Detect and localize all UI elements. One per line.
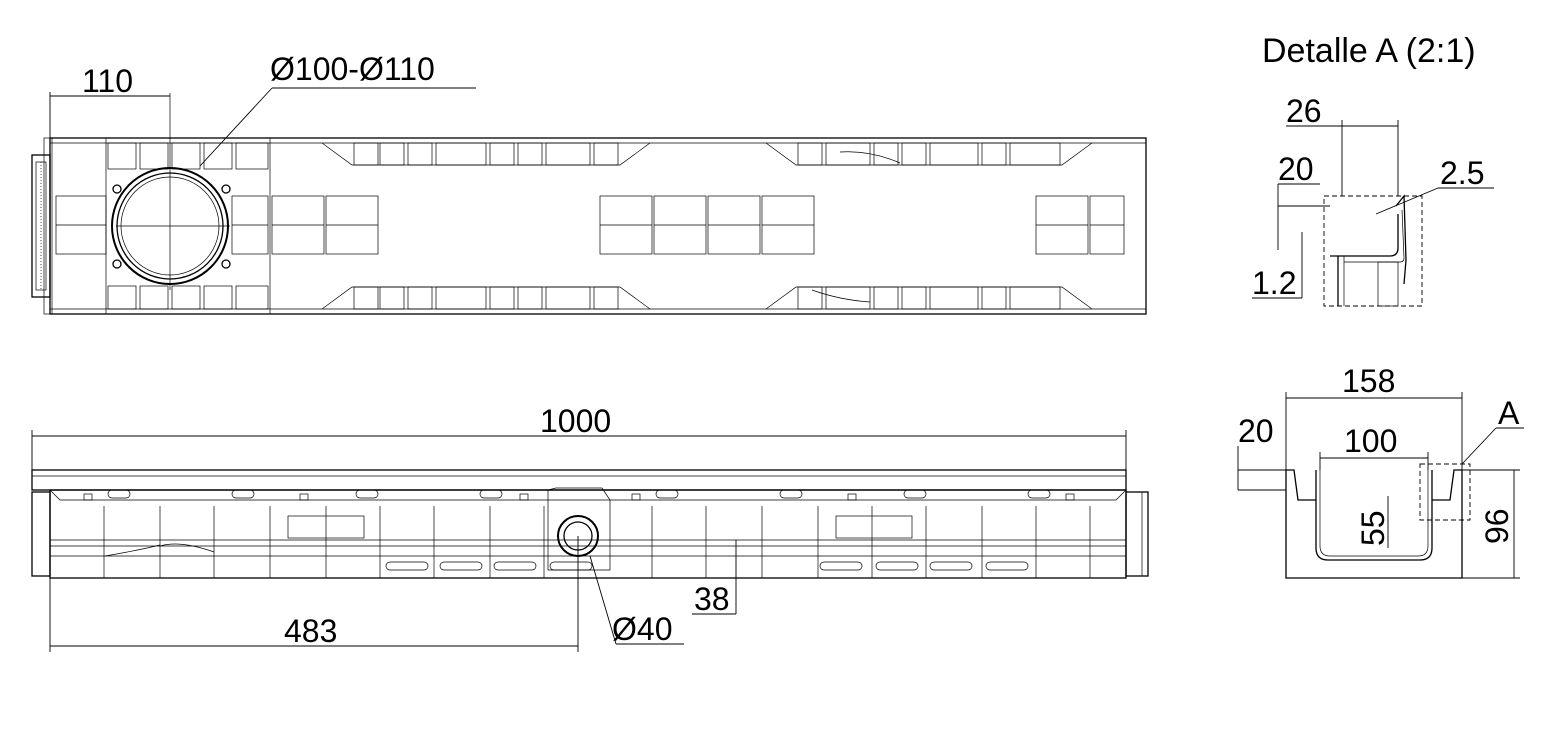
dim-20-detail: 20 — [1278, 151, 1314, 187]
dim-20: 20 — [1238, 413, 1274, 449]
outlet-circle — [111, 93, 231, 290]
dim-diameter-40: Ø40 — [612, 611, 672, 647]
dim-1-2: 1.2 — [1252, 265, 1296, 301]
dim-diameter-outlet: Ø100-Ø110 — [270, 51, 435, 87]
top-dimensions: 110 Ø100-Ø110 — [49, 51, 476, 167]
top-view: 110 Ø100-Ø110 — [31, 51, 1147, 315]
side-view: 1000 — [31, 403, 1149, 652]
dim-38: 38 — [694, 581, 730, 617]
dim-55: 55 — [1355, 510, 1391, 546]
detail-title: Detalle A (2:1) — [1262, 32, 1476, 70]
dim-1000: 1000 — [540, 403, 611, 439]
dim-483: 483 — [284, 613, 337, 649]
dim-158: 158 — [1342, 363, 1395, 399]
detail-a: Detalle A (2:1) 26 20 2.5 1.2 — [1252, 32, 1494, 307]
dim-96: 96 — [1479, 508, 1515, 544]
cross-section: 158 100 20 55 96 A — [1237, 363, 1524, 579]
dim-2-5: 2.5 — [1440, 155, 1484, 191]
dim-26: 26 — [1286, 93, 1322, 129]
dim-110: 110 — [82, 63, 133, 99]
dim-100: 100 — [1344, 423, 1397, 459]
detail-marker-a: A — [1498, 395, 1520, 431]
